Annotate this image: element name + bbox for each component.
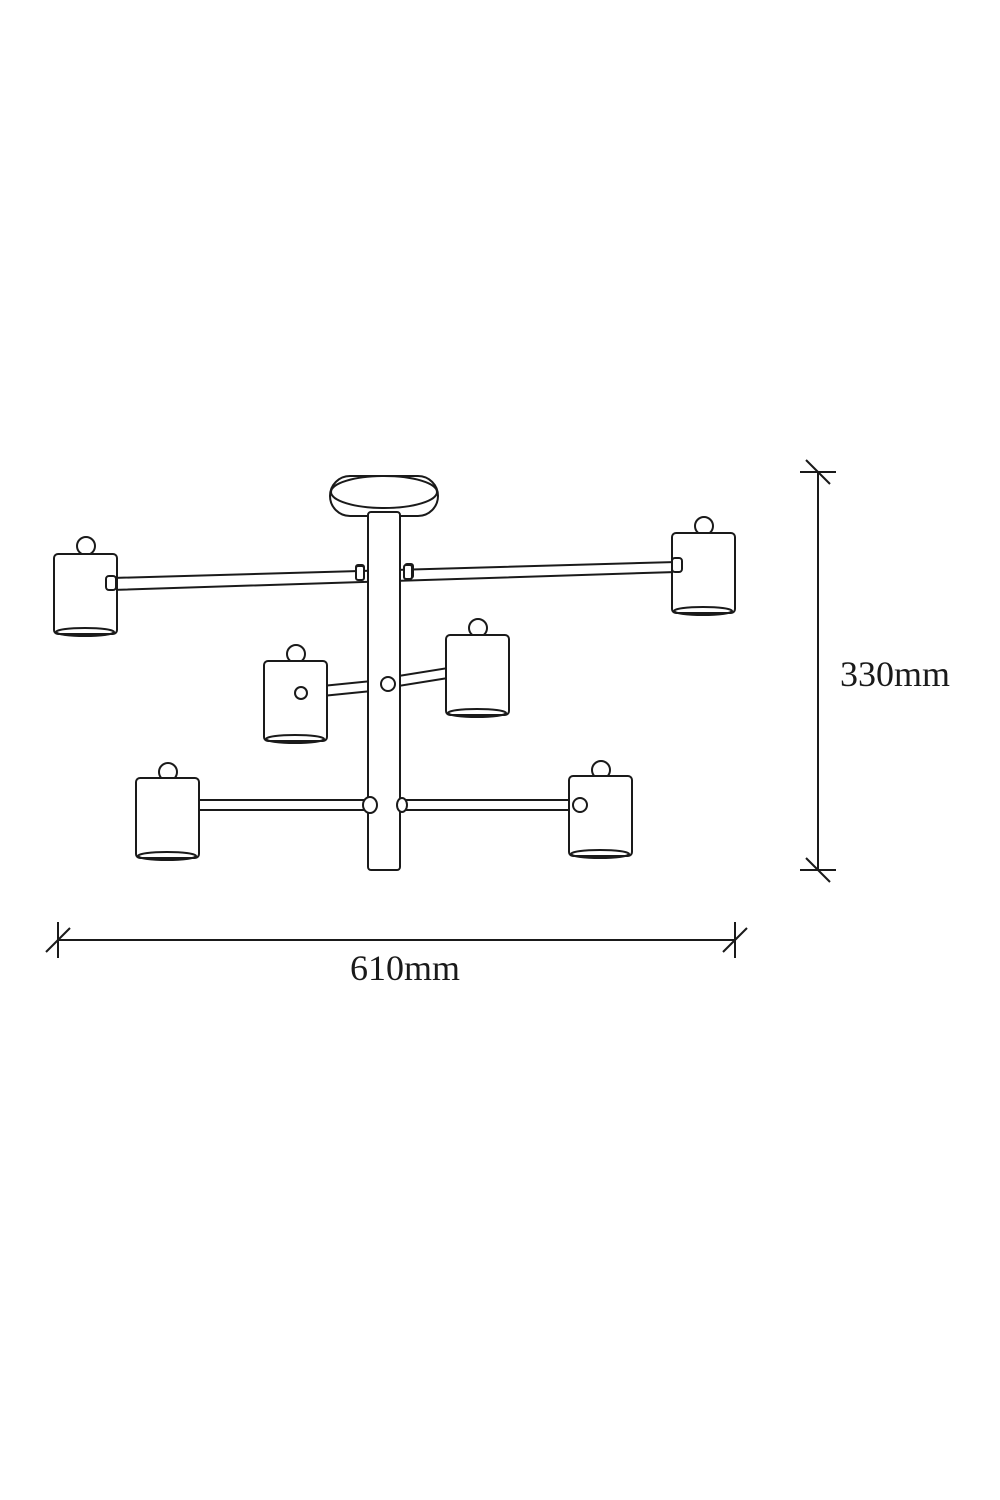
height-tick-bottom [805,857,831,883]
height-tick-top [805,459,831,485]
width-tick-left [45,927,71,953]
lamp-shade-bottom-left [135,762,200,861]
lamp-shade-bottom-right [568,760,633,859]
lamp-shade-middle-right [445,618,510,718]
height-dimension-label: 330mm [840,654,951,694]
lamp-shade-middle-left [263,644,328,744]
lamp-shade-top-left [53,536,118,637]
width-dimension-line [45,922,748,958]
width-dimension-label: 610mm [350,948,461,988]
ceiling-canopy [329,475,439,517]
central-column [355,511,413,871]
lamp-shade-top-right [671,516,736,616]
width-tick-right [722,927,748,953]
height-dimension-line [800,459,836,883]
